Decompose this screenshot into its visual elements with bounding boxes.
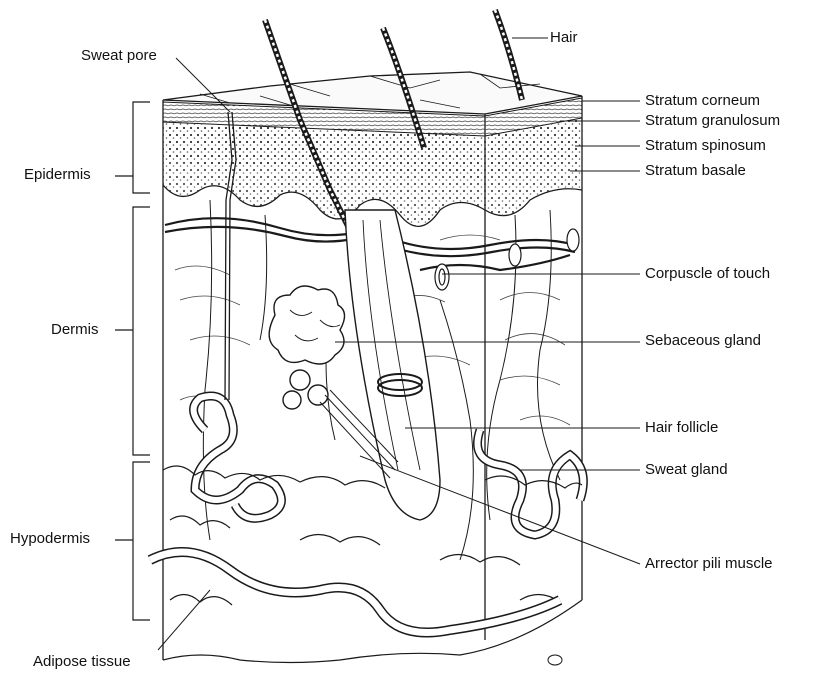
label-hair: Hair xyxy=(550,29,578,47)
label-adipose-tissue: Adipose tissue xyxy=(33,653,131,671)
label-stratum-basale: Stratum basale xyxy=(645,162,746,180)
label-hypodermis: Hypodermis xyxy=(10,530,90,548)
label-sweat-gland: Sweat gland xyxy=(645,461,728,479)
label-epidermis: Epidermis xyxy=(24,166,91,184)
sebaceous-gland xyxy=(269,286,344,409)
label-dermis: Dermis xyxy=(51,321,99,339)
label-corpuscle-of-touch: Corpuscle of touch xyxy=(645,265,770,283)
label-stratum-granulosum: Stratum granulosum xyxy=(645,112,780,130)
label-stratum-spinosum: Stratum spinosum xyxy=(645,137,766,155)
label-sebaceous-gland: Sebaceous gland xyxy=(645,332,761,350)
label-sweat-pore: Sweat pore xyxy=(81,47,157,65)
hair-follicle xyxy=(345,210,440,520)
region-brackets xyxy=(115,102,150,620)
label-hair-follicle: Hair follicle xyxy=(645,419,718,437)
label-arrector-pili-muscle: Arrector pili muscle xyxy=(645,555,773,573)
label-stratum-corneum: Stratum corneum xyxy=(645,92,760,110)
